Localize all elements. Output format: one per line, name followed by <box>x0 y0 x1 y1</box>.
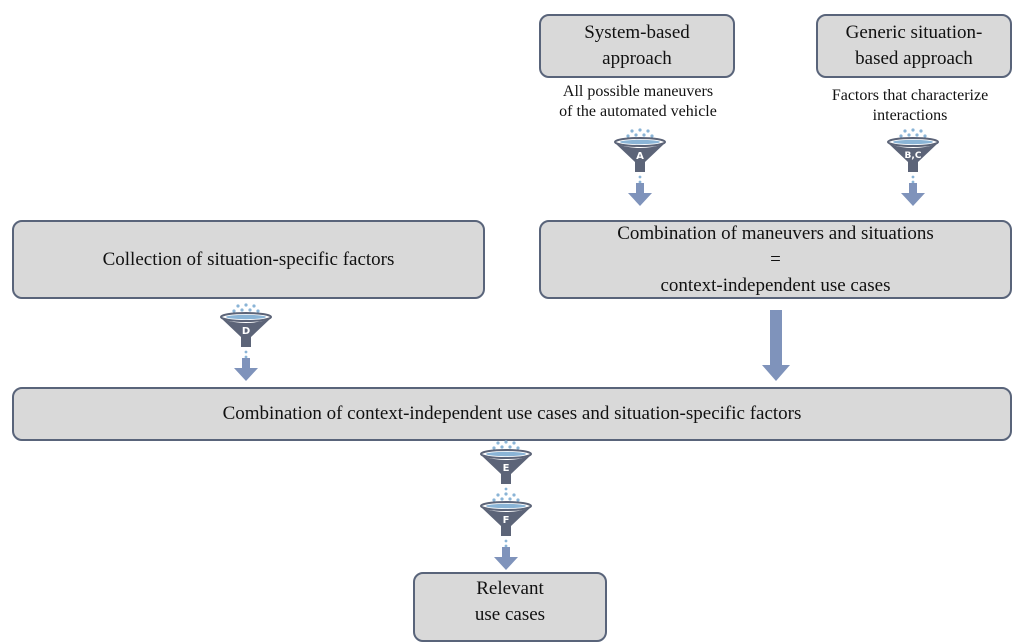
combination-context-text: Combination of context-independent use c… <box>222 403 802 424</box>
system-based-line-2: approach <box>602 48 672 69</box>
filter-f-arrow-icon <box>494 547 518 570</box>
generic-situation-line-1: Generic situation- <box>845 22 983 43</box>
filter-bc-arrow-icon <box>901 183 925 206</box>
combination-context-box: Combination of context-independent use c… <box>12 387 1012 441</box>
factors-label: Factors that characterize interactions <box>806 86 1014 126</box>
situation-specific-factors-text: Collection of situation-specific factors <box>102 248 395 270</box>
combination-maneuvers-line-1: Combination of maneuvers and situations <box>617 222 934 244</box>
filter-bc-funnel-icon: B,C <box>887 128 939 185</box>
filter-e-letter: E <box>503 463 510 474</box>
combination-maneuvers-line-2: = <box>770 248 781 270</box>
combination-maneuvers-box: Combination of maneuvers and situations … <box>539 220 1012 299</box>
system-based-line-1: System-based <box>584 22 690 43</box>
generic-situation-line-2: based approach <box>855 48 973 69</box>
filter-a-arrow-icon <box>628 183 652 206</box>
factors-label-line-2: interactions <box>872 107 948 124</box>
situation-specific-factors-box: Collection of situation-specific factors <box>12 220 485 299</box>
down-arrow-icon <box>762 310 790 381</box>
filter-d-arrow-icon <box>234 358 258 381</box>
factors-label-line-1: Factors that characterize <box>831 87 989 104</box>
filter-f-letter: F <box>503 515 510 526</box>
maneuvers-label-line-2: of the automated vehicle <box>559 103 717 120</box>
system-based-approach-box: System-based approach <box>539 14 735 78</box>
filter-d-letter: D <box>242 326 250 337</box>
filter-bc-letter: B,C <box>905 151 922 161</box>
filter-f-funnel-icon: F <box>480 492 532 549</box>
combination-maneuvers-line-3: context-independent use cases <box>660 274 891 296</box>
generic-situation-approach-box: Generic situation- based approach <box>816 14 1012 78</box>
filter-d-funnel-icon: D <box>220 303 272 360</box>
relevant-line-1: Relevant <box>476 578 544 599</box>
maneuvers-label-line-1: All possible maneuvers <box>562 83 714 100</box>
filter-a-letter: A <box>636 151 644 162</box>
relevant-use-cases-box: Relevant use cases <box>413 572 607 642</box>
filter-e-funnel-icon: E <box>480 440 532 497</box>
maneuvers-label: All possible maneuvers of the automated … <box>530 82 746 122</box>
filter-a-funnel-icon: A <box>614 128 666 185</box>
relevant-line-2: use cases <box>474 604 546 625</box>
